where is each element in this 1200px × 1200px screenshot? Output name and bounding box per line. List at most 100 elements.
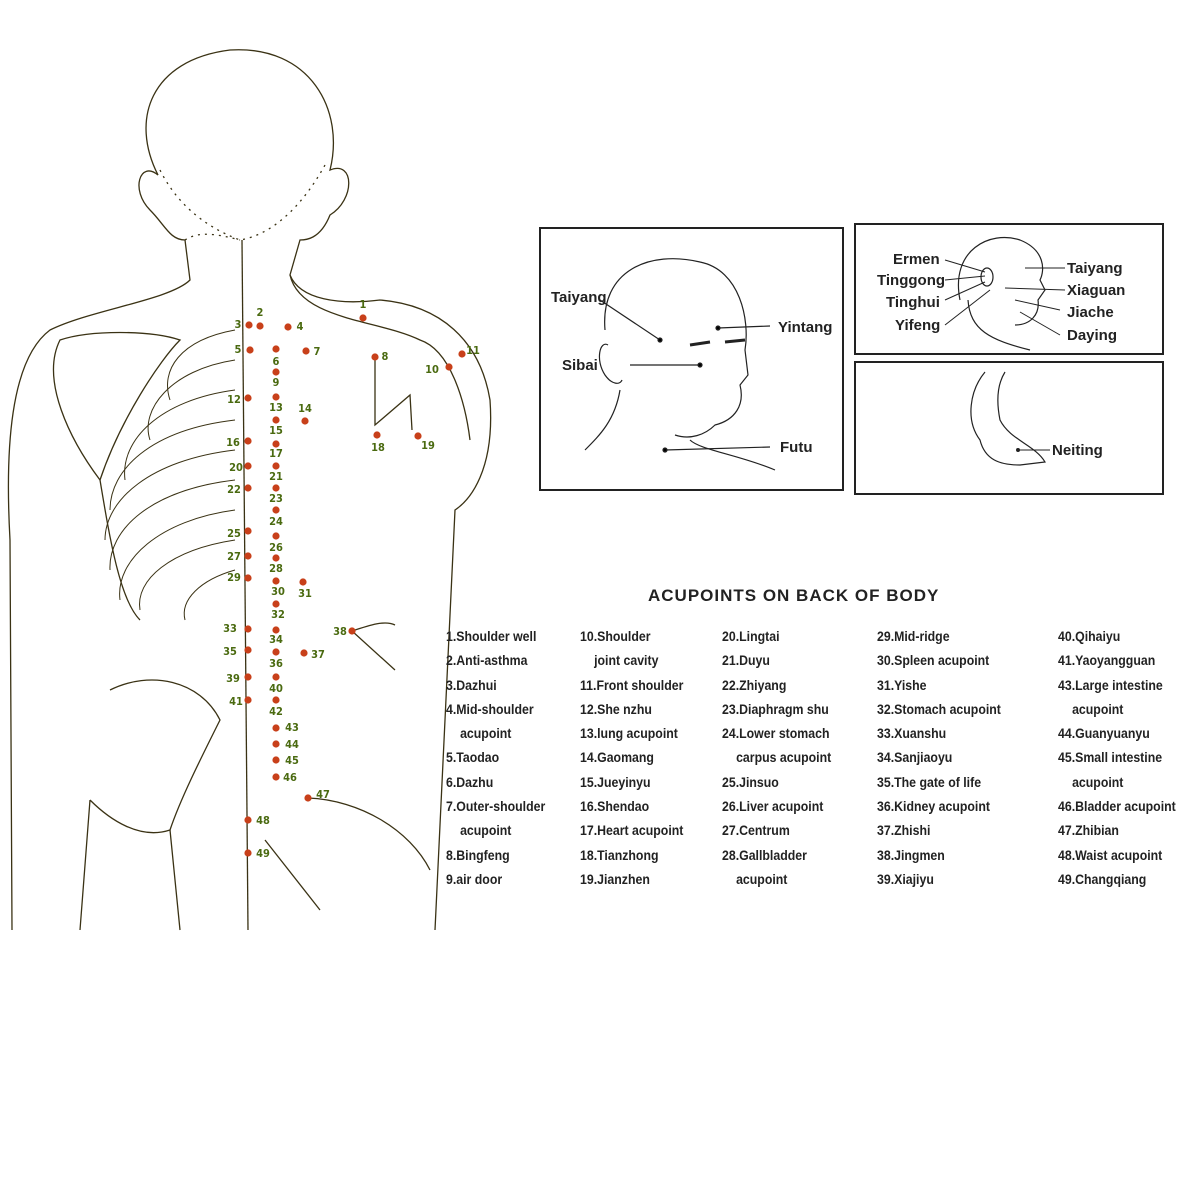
acupoint-dot-26: [272, 532, 280, 540]
side-head-inset: Ermen Tinggong Tinghui Yifeng Taiyang Xi…: [854, 223, 1164, 355]
acupoint-dot-24: [272, 506, 280, 514]
legend-entry: 41.Yaoyangguan: [1058, 652, 1156, 669]
acupoint-number: 34: [269, 633, 283, 646]
face-inset: Taiyang Sibai Yintang Futu: [539, 227, 844, 491]
legend-entry: joint cavity: [594, 652, 659, 669]
acupoint-number: 30: [271, 585, 285, 598]
legend-entry: 24.Lower stomach: [722, 725, 830, 742]
acupoint-dot-34: [272, 626, 280, 634]
acupoint-number: 41: [229, 695, 243, 708]
legend-entry: carpus acupoint: [736, 749, 832, 766]
acupoint-number: 49: [256, 847, 270, 860]
acupoint-number: 47: [316, 788, 330, 801]
acupoint-dot-38: [348, 627, 356, 635]
acupoint-dot-27: [244, 552, 252, 560]
acupoint-dot-6: [272, 345, 280, 353]
acupoint-dot-22: [244, 484, 252, 492]
label-xiaguan: Xiaguan: [1067, 282, 1125, 299]
acupoint-number: 24: [269, 515, 283, 528]
acupoint-number: 48: [256, 814, 270, 827]
legend-entry: 2.Anti-asthma: [446, 652, 528, 669]
legend-entry: 36.Kidney acupoint: [877, 798, 990, 815]
legend-entry: 3.Dazhui: [446, 676, 497, 693]
legend-entry: 25.Jinsuo: [722, 773, 779, 790]
acupoint-number: 20: [229, 461, 243, 474]
acupoint-dot-42: [272, 696, 280, 704]
acupoint-dot-7: [302, 347, 310, 355]
legend-entry: 31.Yishe: [877, 676, 927, 693]
legend-entry: 21.Duyu: [722, 652, 770, 669]
acupoint-number: 36: [269, 657, 283, 670]
acupoint-dot-12: [244, 394, 252, 402]
legend-entry: 38.Jingmen: [877, 846, 945, 863]
acupoint-number: 14: [298, 402, 312, 415]
acupoint-dot-39: [244, 673, 252, 681]
legend-entry: 19.Jianzhen: [580, 870, 650, 887]
legend-entry: acupoint: [460, 822, 512, 839]
legend-entry: 43.Large intestine: [1058, 676, 1163, 693]
legend-entry: 12.She nzhu: [580, 700, 652, 717]
legend-entry: 29.Mid-ridge: [877, 628, 950, 644]
legend-entry: acupoint: [736, 870, 788, 887]
acupoint-number: 18: [371, 441, 385, 454]
acupoint-dot-29: [244, 574, 252, 582]
acupoint-number: 10: [425, 363, 439, 376]
acupoint-number: 11: [466, 344, 480, 357]
acupoint-number: 21: [269, 470, 283, 483]
acupoint-number: 25: [227, 527, 241, 540]
acupoint-number: 28: [269, 562, 283, 575]
legend-entry: 11.Front shoulder: [580, 676, 684, 693]
label-neiting: Neiting: [1052, 442, 1103, 459]
acupoint-dot-36: [272, 648, 280, 656]
acupoint-dot-31: [299, 578, 307, 586]
acupoint-number: 35: [223, 645, 237, 658]
acupoint-number: 6: [273, 355, 280, 368]
acupoint-number: 39: [226, 672, 240, 685]
legend-entry: 48.Waist acupoint: [1058, 846, 1163, 863]
legend-entry: 45.Small intestine: [1058, 749, 1163, 766]
legend-entry: acupoint: [1072, 700, 1124, 717]
legend-entry: 17.Heart acupoint: [580, 822, 684, 839]
legend-entry: acupoint: [460, 725, 512, 742]
label-taiyang: Taiyang: [551, 289, 607, 306]
label-yintang: Yintang: [778, 319, 832, 336]
acupoint-dot-10: [445, 363, 453, 371]
acupoint-dot-35: [244, 646, 252, 654]
legend-entry: 14.Gaomang: [580, 749, 654, 766]
legend-entry: 47.Zhibian: [1058, 822, 1119, 839]
legend-entry: 1.Shoulder well: [446, 628, 537, 644]
legend-entry: acupoint: [1072, 773, 1124, 790]
acupoint-number: 46: [283, 771, 297, 784]
ribs: [104, 329, 236, 621]
acupoint-number: 38: [333, 625, 347, 638]
acupoint-number: 22: [227, 483, 241, 496]
acupoint-number: 8: [382, 350, 389, 363]
legend-entry: 22.Zhiyang: [722, 676, 787, 693]
legend-entry: 30.Spleen acupoint: [877, 652, 990, 669]
acupoint-number: 13: [269, 401, 283, 414]
acupoint-dot-15: [272, 416, 280, 424]
legend-entry: 15.Jueyinyu: [580, 773, 651, 790]
acupoint-number: 31: [298, 587, 312, 600]
legend-entry: 16.Shendao: [580, 798, 650, 815]
acupoint-dot-21: [272, 462, 280, 470]
label-tinghui: Tinghui: [886, 294, 940, 311]
acupoint-dot-33: [244, 625, 252, 633]
acupoint-dot-44: [272, 740, 280, 748]
acupoint-number: 42: [269, 705, 283, 718]
label-daying: Daying: [1067, 327, 1117, 344]
acupoint-dot-41: [244, 696, 252, 704]
acupoint-dot-16: [244, 437, 252, 445]
label-taiyang-side: Taiyang: [1067, 260, 1123, 277]
legend-entry: 34.Sanjiaoyu: [877, 749, 953, 766]
acupoint-number: 3: [235, 318, 242, 331]
acupoint-number: 9: [273, 376, 280, 389]
acupoint-dot-30: [272, 577, 280, 585]
acupoint-dot-3: [245, 321, 253, 329]
label-futu: Futu: [780, 439, 812, 456]
acupoint-number: 5: [235, 343, 242, 356]
